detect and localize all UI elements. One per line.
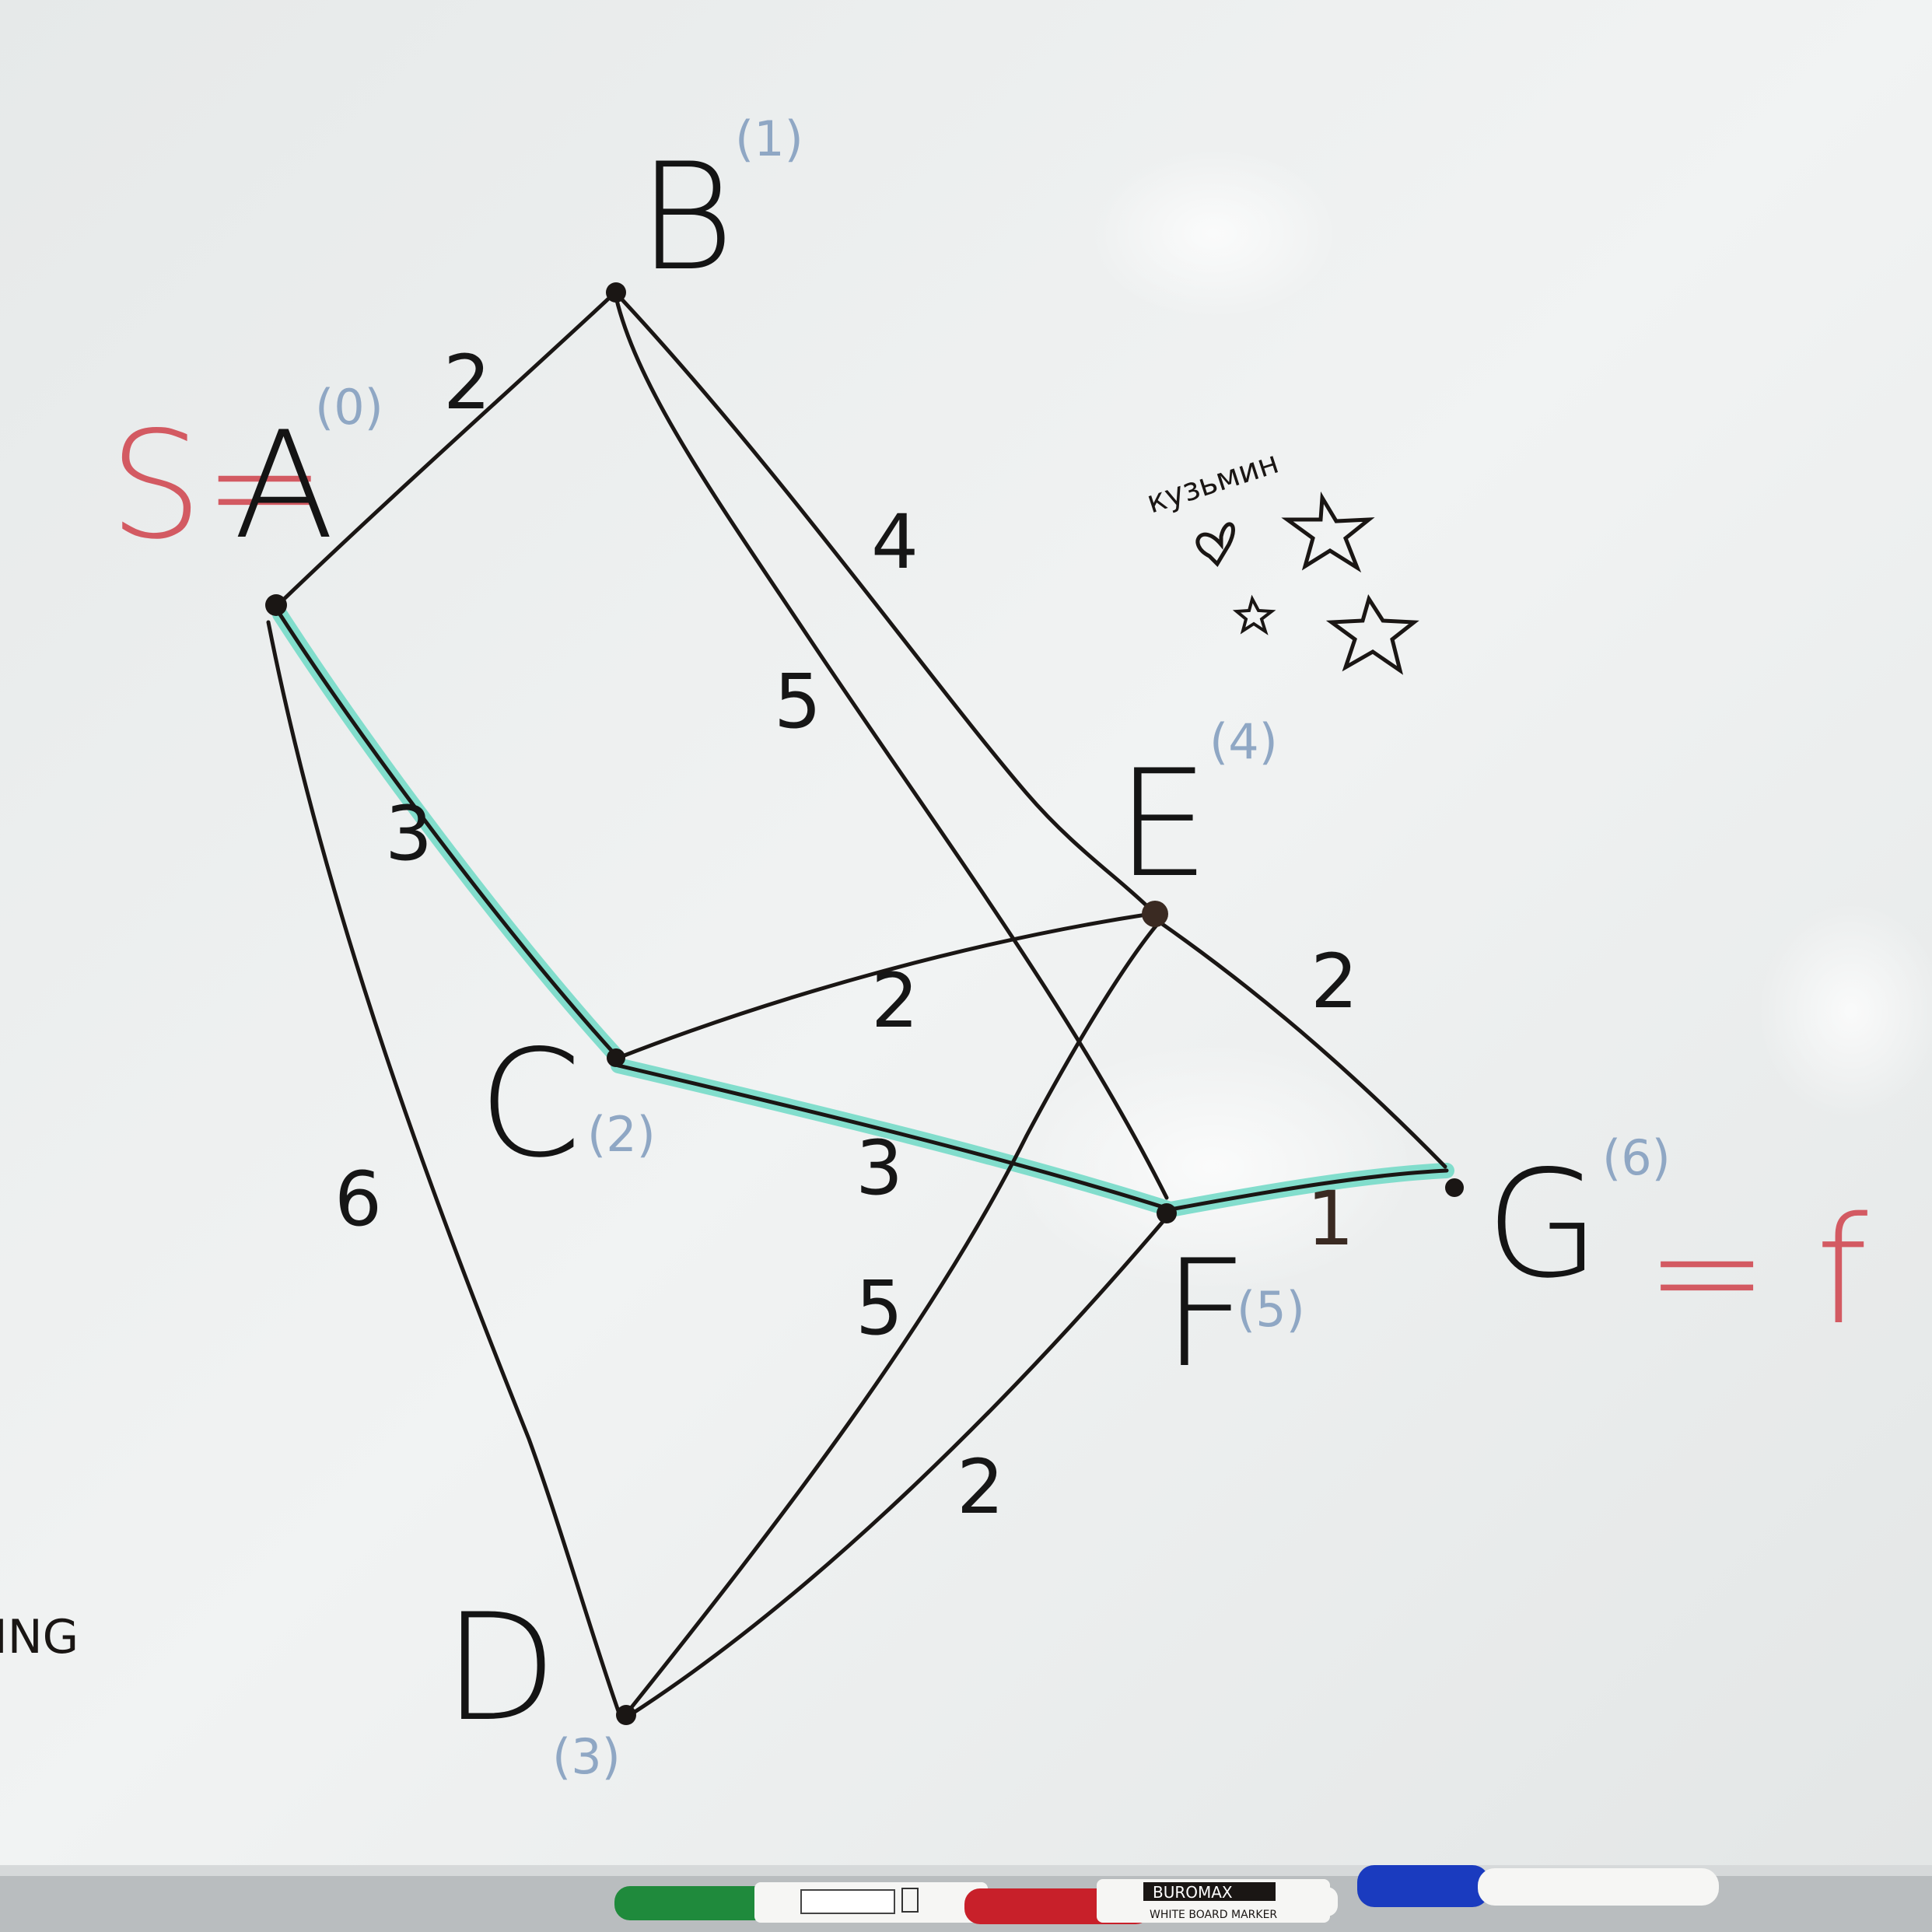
- edge-C-F-ink: [616, 1063, 1173, 1212]
- weight-A-B: 2: [443, 339, 491, 426]
- green-marker[interactable]: [614, 1882, 988, 1923]
- node-E-label: E: [1116, 738, 1209, 910]
- node-D-label: D: [443, 1582, 557, 1754]
- node-A-distance: (0): [315, 379, 383, 436]
- node-dot-A: [265, 594, 287, 616]
- edge-B-E: [616, 293, 1153, 912]
- marker-subtitle: WHITE BOARD MARKER: [1150, 1909, 1277, 1921]
- edge-D-E: [626, 915, 1165, 1713]
- blue-marker[interactable]: [1357, 1865, 1719, 1907]
- node-dot-G: [1445, 1178, 1464, 1197]
- edge-A-B: [274, 289, 618, 609]
- weight-F-G: 1: [1307, 1175, 1354, 1262]
- weight-B-F: 5: [774, 658, 821, 745]
- star-icon: [1281, 491, 1375, 573]
- node-C-distance: (2): [587, 1106, 656, 1163]
- node-F-label: F: [1163, 1228, 1248, 1400]
- node-G-suffix: = f: [1645, 1185, 1868, 1357]
- star-icon: [1325, 593, 1419, 675]
- node-D-distance: (3): [552, 1728, 621, 1785]
- weight-C-E: 2: [871, 957, 919, 1045]
- weight-B-E: 4: [871, 499, 919, 586]
- edge-A-D: [266, 620, 621, 1713]
- node-E-distance: (4): [1209, 713, 1278, 770]
- graph-node-dots: [265, 282, 1464, 1725]
- node-dot-F: [1157, 1203, 1177, 1223]
- node-B-distance: (1): [735, 110, 803, 167]
- partial-edge-text: ING: [0, 1610, 79, 1664]
- marker-brand: BUROMAX: [1153, 1883, 1233, 1902]
- small-star-icon: [1232, 594, 1276, 635]
- node-dot-D: [616, 1705, 636, 1725]
- node-dot-B: [606, 282, 626, 303]
- edge-A-C-ink: [278, 612, 617, 1056]
- node-C-label: C: [478, 1018, 582, 1190]
- weight-E-G: 2: [1311, 938, 1358, 1025]
- weight-A-C: 3: [385, 790, 432, 877]
- weight-D-E: 5: [856, 1265, 903, 1352]
- marker-tray: BUROMAX WHITE BOARD MARKER: [0, 1865, 1932, 1932]
- light-glare: [1011, 1042, 1416, 1291]
- node-G-distance: (6): [1602, 1129, 1671, 1186]
- heart-icon: [1195, 522, 1235, 568]
- node-G-label: G: [1486, 1139, 1600, 1311]
- weight-D-F: 2: [957, 1444, 1004, 1531]
- node-dot-E: [1142, 901, 1168, 927]
- node-B-label: B: [638, 131, 734, 303]
- weight-A-D: 6: [334, 1156, 382, 1243]
- weight-C-F: 3: [856, 1125, 903, 1212]
- node-A-label: A: [233, 400, 334, 572]
- edge-D-F: [628, 1215, 1169, 1717]
- board-surface: [0, 0, 1932, 1867]
- graph-edges: [266, 289, 1449, 1717]
- edge-F-G-ink: [1168, 1168, 1449, 1212]
- node-A-prefix: S=: [109, 400, 327, 572]
- node-dot-C: [607, 1048, 625, 1067]
- edge-B-F: [614, 295, 1169, 1200]
- light-glare: [1758, 902, 1932, 1120]
- edge-C-E: [616, 912, 1153, 1060]
- red-marker[interactable]: BUROMAX WHITE BOARD MARKER: [964, 1879, 1338, 1924]
- light-glare: [1089, 148, 1338, 319]
- edge-E-G: [1157, 919, 1447, 1169]
- node-F-distance: (5): [1237, 1281, 1305, 1338]
